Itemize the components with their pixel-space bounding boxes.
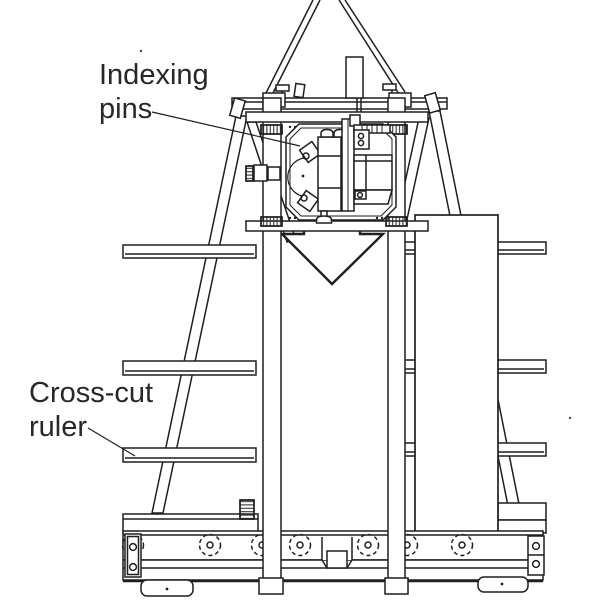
saw-mechanism (287, 114, 393, 224)
rail-clamp-left (245, 164, 281, 182)
base-bracket-right (527, 535, 545, 576)
trestle-leg-front-left (151, 115, 248, 514)
leg-adjuster-foot (239, 499, 255, 520)
saw-housing (353, 154, 393, 205)
carriage-frame (245, 111, 429, 232)
label-indexing-pins-line1: Indexing (99, 59, 209, 91)
knob (320, 128, 334, 138)
support-arm (122, 244, 257, 259)
beam-clamp-small (293, 82, 306, 99)
right-base-riser (493, 502, 547, 534)
roller (356, 533, 380, 557)
label-indexing-pins-line2: pins (99, 93, 153, 125)
lifting-sling (265, 0, 406, 96)
machine-base (121, 499, 545, 597)
roller (450, 533, 474, 557)
base-foot-left (140, 579, 194, 597)
label-cross-cut-ruler-line1: Cross-cut (29, 377, 154, 409)
blade-channel (341, 118, 355, 212)
left-support-arms (122, 244, 257, 463)
clamp-block (353, 129, 370, 150)
leader-line-cross-cut-ruler (87, 427, 136, 457)
indexing-pin-upper (298, 140, 322, 164)
roller (288, 533, 312, 557)
rail-collars (260, 124, 408, 227)
blade-slot-post (345, 56, 364, 119)
base-blade-notch (321, 537, 353, 569)
support-arm-cross-cut-ruler (122, 447, 257, 463)
base-bracket-left (124, 533, 142, 578)
support-arm (122, 360, 257, 376)
beam-end-bracket-right (423, 91, 442, 114)
indexing-pin-lower (296, 189, 320, 213)
roller (198, 533, 222, 557)
paper-specks (139, 49, 572, 420)
feed-direction-arrow (279, 227, 386, 286)
base-foot-right (477, 576, 529, 593)
label-indexing-pins: Indexing pins (99, 58, 209, 126)
pivot-arc (287, 157, 305, 197)
bottom-bolt (315, 215, 333, 224)
label-cross-cut-ruler-line2: ruler (29, 411, 88, 443)
depth-stop-rod (349, 114, 391, 134)
beam-end-bracket-left (228, 97, 247, 120)
base-rollers (121, 533, 474, 557)
leader-line-indexing-pins (151, 111, 301, 147)
workpiece-panel (414, 214, 499, 534)
label-cross-cut-ruler: Cross-cut ruler (29, 376, 153, 444)
